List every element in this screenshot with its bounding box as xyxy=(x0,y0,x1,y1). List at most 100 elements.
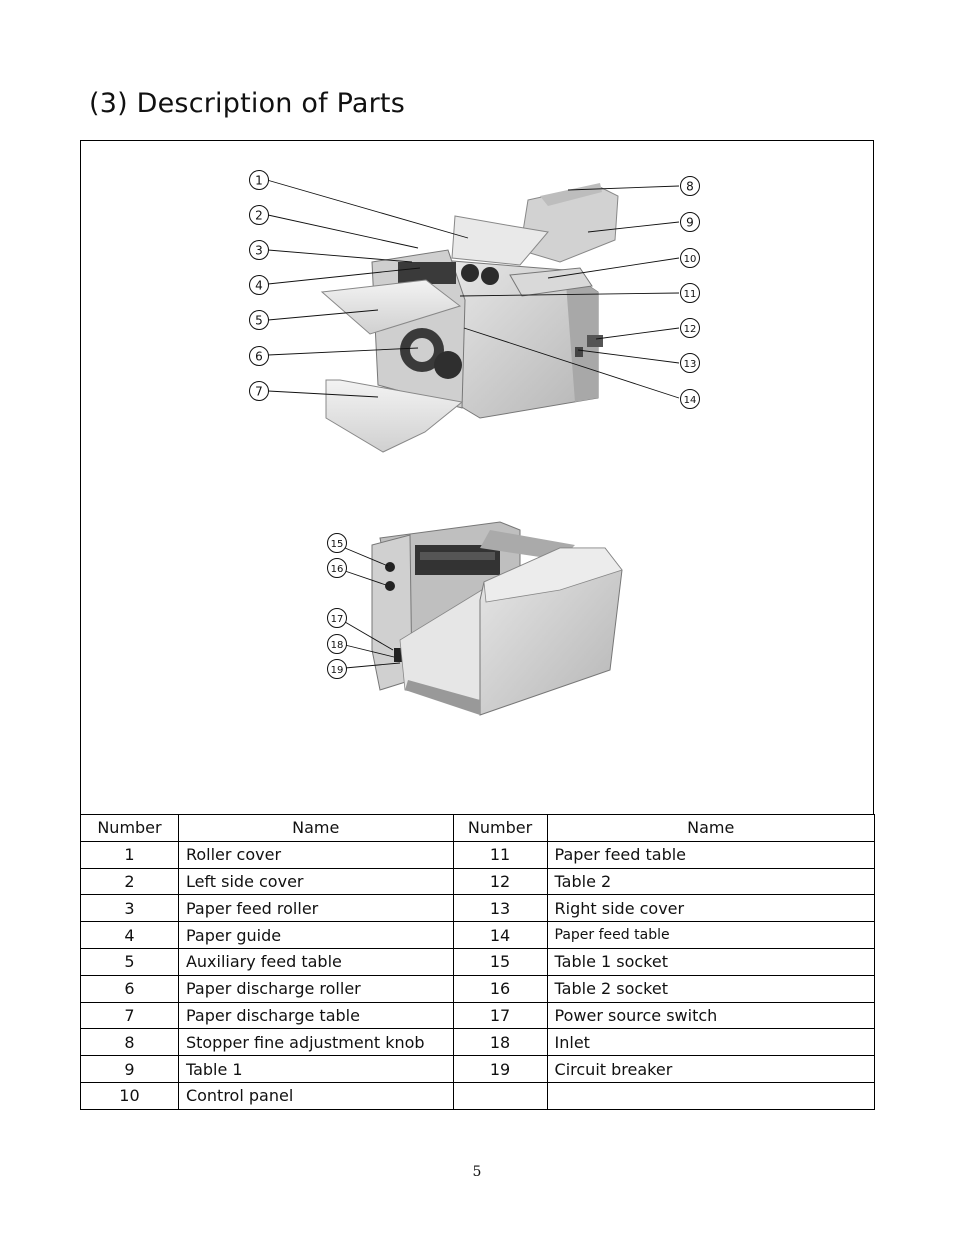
part-number: 13 xyxy=(452,894,548,923)
part-number: 7 xyxy=(80,1001,179,1030)
part-name: Table 1 socket xyxy=(546,947,876,976)
part-name: Left side cover xyxy=(177,867,454,896)
svg-text:19: 19 xyxy=(331,665,344,676)
part-name: Paper discharge table xyxy=(177,1001,454,1030)
table-row: 6 Paper discharge roller 16 Table 2 sock… xyxy=(80,974,876,1003)
callout-7: 7 xyxy=(249,381,269,401)
svg-text:13: 13 xyxy=(684,359,697,370)
part-number: 19 xyxy=(452,1055,548,1083)
part-number: 9 xyxy=(80,1055,179,1083)
part-number: 10 xyxy=(80,1081,179,1110)
callout-6: 6 xyxy=(249,346,269,366)
svg-text:11: 11 xyxy=(684,289,697,300)
callout-8: 8 xyxy=(680,176,700,196)
part-name: Auxiliary feed table xyxy=(177,947,454,976)
part-name: Paper guide xyxy=(177,921,454,949)
part-number: 15 xyxy=(452,947,548,976)
part-name: Paper feed roller xyxy=(177,894,454,923)
leader-lines xyxy=(266,179,680,669)
machine-rear-photo xyxy=(371,521,623,716)
svg-text:2: 2 xyxy=(255,209,263,223)
part-name xyxy=(546,1081,876,1110)
part-number: 16 xyxy=(452,974,548,1003)
figure-frame xyxy=(80,140,874,815)
callout-17: 17 xyxy=(327,608,347,628)
part-number: 17 xyxy=(452,1001,548,1030)
svg-text:18: 18 xyxy=(331,640,344,651)
svg-text:8: 8 xyxy=(686,180,694,194)
table-header-row: Number Name Number Name xyxy=(80,814,876,842)
part-name: Table 1 xyxy=(177,1055,454,1083)
svg-text:5: 5 xyxy=(255,314,263,328)
table-row: 7 Paper discharge table 17 Power source … xyxy=(80,1001,876,1030)
svg-text:10: 10 xyxy=(684,254,697,265)
header-number: Number xyxy=(452,814,548,842)
part-name: Right side cover xyxy=(546,894,876,923)
callout-14: 14 xyxy=(680,389,700,409)
callout-1: 1 xyxy=(249,170,269,190)
part-number: 14 xyxy=(452,921,548,949)
callout-12: 12 xyxy=(680,318,700,338)
parts-figure: 1 2 3 4 5 6 7 8 9 10 11 12 13 14 15 16 1… xyxy=(249,170,700,716)
part-name: Paper feed table xyxy=(546,921,876,949)
svg-text:17: 17 xyxy=(331,614,344,625)
part-number: 8 xyxy=(80,1028,179,1057)
part-name: Circuit breaker xyxy=(546,1055,876,1083)
table-row: 3 Paper feed roller 13 Right side cover xyxy=(80,894,876,923)
part-name: Table 2 xyxy=(546,867,876,896)
part-name: Inlet xyxy=(546,1028,876,1057)
part-number: 11 xyxy=(452,840,548,869)
svg-text:12: 12 xyxy=(684,324,697,335)
callout-11: 11 xyxy=(680,283,700,303)
callout-9: 9 xyxy=(680,212,700,232)
part-number: 4 xyxy=(80,921,179,949)
header-name: Name xyxy=(177,814,454,842)
svg-text:15: 15 xyxy=(331,539,344,550)
part-name: Roller cover xyxy=(177,840,454,869)
callout-4: 4 xyxy=(249,275,269,295)
svg-text:1: 1 xyxy=(255,174,263,188)
callout-markers: 1 2 3 4 5 6 7 8 9 10 11 12 13 14 15 16 1… xyxy=(249,170,700,679)
part-number: 12 xyxy=(452,867,548,896)
page-number: 5 xyxy=(472,1164,482,1180)
svg-text:7: 7 xyxy=(255,385,263,399)
page-title: (3) Description of Parts xyxy=(89,88,405,119)
parts-table: Number Name Number Name 1 Roller cover 1… xyxy=(80,814,876,1110)
part-number: 6 xyxy=(80,974,179,1003)
callout-2: 2 xyxy=(249,205,269,225)
callout-15: 15 xyxy=(327,533,347,553)
part-name: Power source switch xyxy=(546,1001,876,1030)
svg-text:6: 6 xyxy=(255,350,263,364)
part-name: Paper feed table xyxy=(546,840,876,869)
table-row: 8 Stopper fine adjustment knob 18 Inlet xyxy=(80,1028,876,1057)
callout-19: 19 xyxy=(327,659,347,679)
header-number: Number xyxy=(80,814,179,842)
callout-18: 18 xyxy=(327,634,347,654)
part-number: 3 xyxy=(80,894,179,923)
svg-text:14: 14 xyxy=(684,395,697,406)
table-row: 10 Control panel xyxy=(80,1081,876,1110)
table-row: 4 Paper guide 14 Paper feed table xyxy=(80,921,876,949)
machine-front-photo xyxy=(320,183,619,453)
part-number: 2 xyxy=(80,867,179,896)
header-name: Name xyxy=(546,814,876,842)
part-number xyxy=(452,1081,548,1110)
svg-text:16: 16 xyxy=(331,564,344,575)
callout-16: 16 xyxy=(327,558,347,578)
part-name: Paper discharge roller xyxy=(177,974,454,1003)
part-name: Control panel xyxy=(177,1081,454,1110)
svg-text:3: 3 xyxy=(255,244,263,258)
part-number: 18 xyxy=(452,1028,548,1057)
part-name: Table 2 socket xyxy=(546,974,876,1003)
part-name: Stopper fine adjustment knob xyxy=(177,1028,454,1057)
callout-3: 3 xyxy=(249,240,269,260)
part-number: 5 xyxy=(80,947,179,976)
table-row: 2 Left side cover 12 Table 2 xyxy=(80,867,876,896)
callout-13: 13 xyxy=(680,353,700,373)
callout-5: 5 xyxy=(249,310,269,330)
svg-text:4: 4 xyxy=(255,279,263,293)
table-row: 1 Roller cover 11 Paper feed table xyxy=(80,840,876,869)
callout-10: 10 xyxy=(680,248,700,268)
table-row: 5 Auxiliary feed table 15 Table 1 socket xyxy=(80,947,876,976)
part-number: 1 xyxy=(80,840,179,869)
